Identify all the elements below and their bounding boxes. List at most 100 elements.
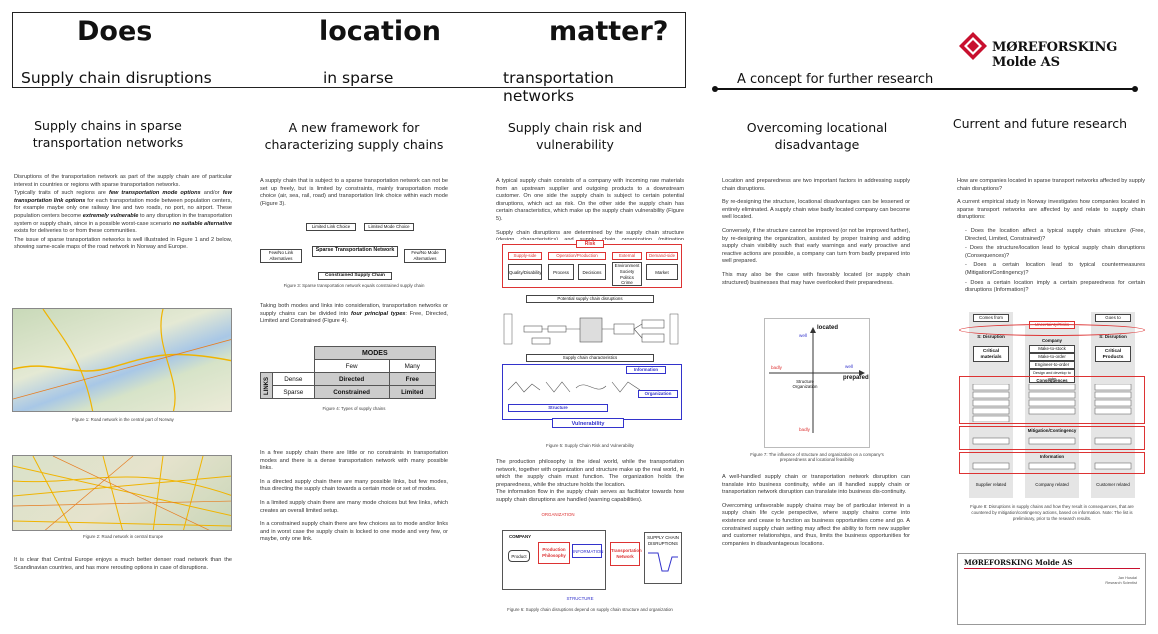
- fig2-caption: Figure 2: Road network in central Europe: [82, 534, 164, 539]
- col3-p3: The production philosophy is the ideal w…: [496, 459, 684, 488]
- fig5-characteristics: Supply chain characteristics: [526, 354, 654, 362]
- col3-p1: A typical supply chain consists of a com…: [496, 178, 684, 222]
- fig5-external: External: [612, 252, 642, 260]
- table-many: Many: [388, 359, 437, 373]
- col2-p2: Taking both modes and links into conside…: [260, 303, 448, 325]
- fig8-comes: Comes from: [973, 314, 1009, 322]
- fig7-badly-left: badly: [771, 365, 782, 370]
- fig3-center: Sparse Transportation Network: [312, 246, 398, 257]
- col1-title: Supply chains in sparse transportation n…: [32, 118, 184, 150]
- subtitle-part-1: Supply chain disruptions: [21, 69, 212, 87]
- col4-p1: Location and preparedness are two import…: [722, 178, 910, 192]
- cell-limited: Limited: [388, 385, 437, 399]
- figure6-diagram: ORGANIZATION COMPANY Product Production …: [500, 510, 682, 606]
- col3-text-2: The production philosophy is the ideal w…: [496, 459, 684, 511]
- fig7-badly-bottom: badly: [799, 427, 810, 432]
- fig5-market: Market: [646, 264, 678, 280]
- fig5-demand: Demand-side: [646, 252, 678, 260]
- col1-p1: Disruptions of the transportation networ…: [14, 174, 232, 188]
- fig6-structure: STRUCTURE: [560, 596, 600, 602]
- col5-p1: How are companies located in sparse tran…: [957, 178, 1145, 192]
- fig1-caption: Figure 1: Road network in the central pa…: [72, 417, 174, 422]
- fig8-mitigation-box: [959, 426, 1145, 450]
- fig5-operation: Operation/Production: [548, 252, 606, 260]
- fig3-caption: Figure 3: Sparse transportation network …: [283, 283, 425, 288]
- col4-title: Overcoming locational disadvantage: [746, 120, 888, 152]
- fig8-critical-materials: Critical materials: [973, 346, 1009, 362]
- fig5-process: Process: [548, 264, 574, 280]
- norway-road-map: [12, 308, 232, 412]
- card-org: MØREFORSKING Molde AS: [964, 558, 1073, 567]
- fig8-company: Company: [1041, 338, 1062, 343]
- table-links-header: LINKS: [260, 372, 273, 399]
- fig8-customer: Customer related: [1096, 482, 1130, 487]
- cell-free: Free: [388, 372, 437, 386]
- table-dense: Dense: [272, 372, 315, 386]
- title-word-1: Does: [77, 16, 153, 47]
- fig8-mitigation: Mitigation/Contingency: [1027, 428, 1077, 433]
- col2-title: A new framework for characterizing suppl…: [264, 120, 444, 152]
- fig8-information-box: [959, 452, 1145, 474]
- fig6-organization: ORGANIZATION: [540, 512, 576, 518]
- col2-p5: In a limited supply chain there are many…: [260, 499, 448, 514]
- fig5-caption: Figure 5: Supply Chain Risk and Vulnerab…: [546, 443, 634, 448]
- fig3-limited-mode: Limited Mode Choice: [364, 223, 414, 231]
- col5-text: How are companies located in sparse tran…: [957, 178, 1145, 297]
- col5-bullets: - Does the location affect a typical sup…: [957, 228, 1145, 295]
- header-rule: [714, 88, 1134, 90]
- fig5-decisions: Decisions: [578, 264, 606, 280]
- fig8-s-disruption-right: S: Disruption: [1099, 334, 1127, 339]
- fig3-few-link: Few/No Link Alternatives: [260, 249, 302, 263]
- col1-text: Disruptions of the transportation networ…: [14, 174, 232, 258]
- subtitle-part-3: transportation networks: [503, 69, 614, 105]
- col2-p3: In a free supply chain there are little …: [260, 450, 448, 472]
- fig8-critical-products: Critical Products: [1095, 346, 1131, 362]
- figure5-diagram: Risk Supply-side Operation/Production Ex…: [496, 240, 684, 440]
- col5-p2: A current empirical study in Norway inve…: [957, 199, 1145, 221]
- subtitle-part-2: in sparse: [323, 69, 394, 87]
- table-modes-header: MODES: [313, 346, 437, 360]
- fig5-risk-label: Risk: [576, 240, 604, 248]
- fig6-information: INFORMATION: [572, 544, 603, 558]
- fig8-disruption-ellipse: [959, 324, 1145, 336]
- col4-p2: By re-designing the structure, locationa…: [722, 199, 910, 221]
- fig3-limited-link: Limited Link Choice: [306, 223, 356, 231]
- fig6-caption: Figure 6: Supply chain disruptions depen…: [507, 607, 673, 612]
- fig7-center: Structure Organization: [792, 379, 818, 389]
- fig8-consequences-box: [959, 376, 1145, 424]
- fig8-consequence-rows: [972, 384, 1132, 422]
- fig8-goes: Goes to: [1095, 314, 1131, 322]
- fig5-supply: Supply-side: [508, 252, 542, 260]
- fig8-supplier: Supplier related: [975, 482, 1007, 487]
- col5-bullet-1: - Does the location affect a typical sup…: [965, 227, 1145, 242]
- org-logo-text: MØREFORSKING Molde AS: [992, 40, 1118, 70]
- fig6-product: Product: [508, 550, 530, 562]
- fig8-make-stock: Make-to-stock: [1029, 345, 1075, 353]
- fig8-consequences: Consequences: [1036, 378, 1068, 383]
- table-few: Few: [313, 359, 390, 373]
- cell-directed: Directed: [313, 372, 390, 386]
- fig7-prepared: prepared: [843, 375, 869, 381]
- fig5-structure: Structure: [508, 404, 608, 412]
- concept-subtitle: A concept for further research: [737, 72, 934, 87]
- figure7-diagram: located well well prepared badly badly S…: [764, 318, 870, 448]
- fig8-company-rel: Company related: [1035, 482, 1069, 487]
- col5-bullet-3: - Does a certain location lead to typica…: [965, 262, 1145, 276]
- fig8-engineer: Engineer-to-order: [1029, 361, 1075, 369]
- table-sparse: Sparse: [272, 385, 315, 399]
- title-word-2: location: [319, 16, 441, 47]
- europe-road-map: [12, 455, 232, 531]
- fig8-mitigation-rows: [972, 437, 1132, 445]
- cell-constrained: Constrained: [313, 385, 390, 399]
- fig4-caption: Figure 4: Types of supply chains: [322, 406, 386, 411]
- card-divider: [964, 568, 1140, 569]
- col2-paragraphs: In a free supply chain there are little …: [260, 450, 448, 550]
- col2-p6: In a constrained supply chain there are …: [260, 521, 448, 543]
- col3-p4: The information flow in the supply chain…: [496, 489, 684, 503]
- col1-p2: Typically traits of such regions are few…: [14, 190, 233, 235]
- col1-p4: It is clear that Central Europe enjoys a…: [14, 557, 232, 571]
- figure8-diagram: Comes from Uncertainty/Risks Goes to S: …: [957, 312, 1147, 498]
